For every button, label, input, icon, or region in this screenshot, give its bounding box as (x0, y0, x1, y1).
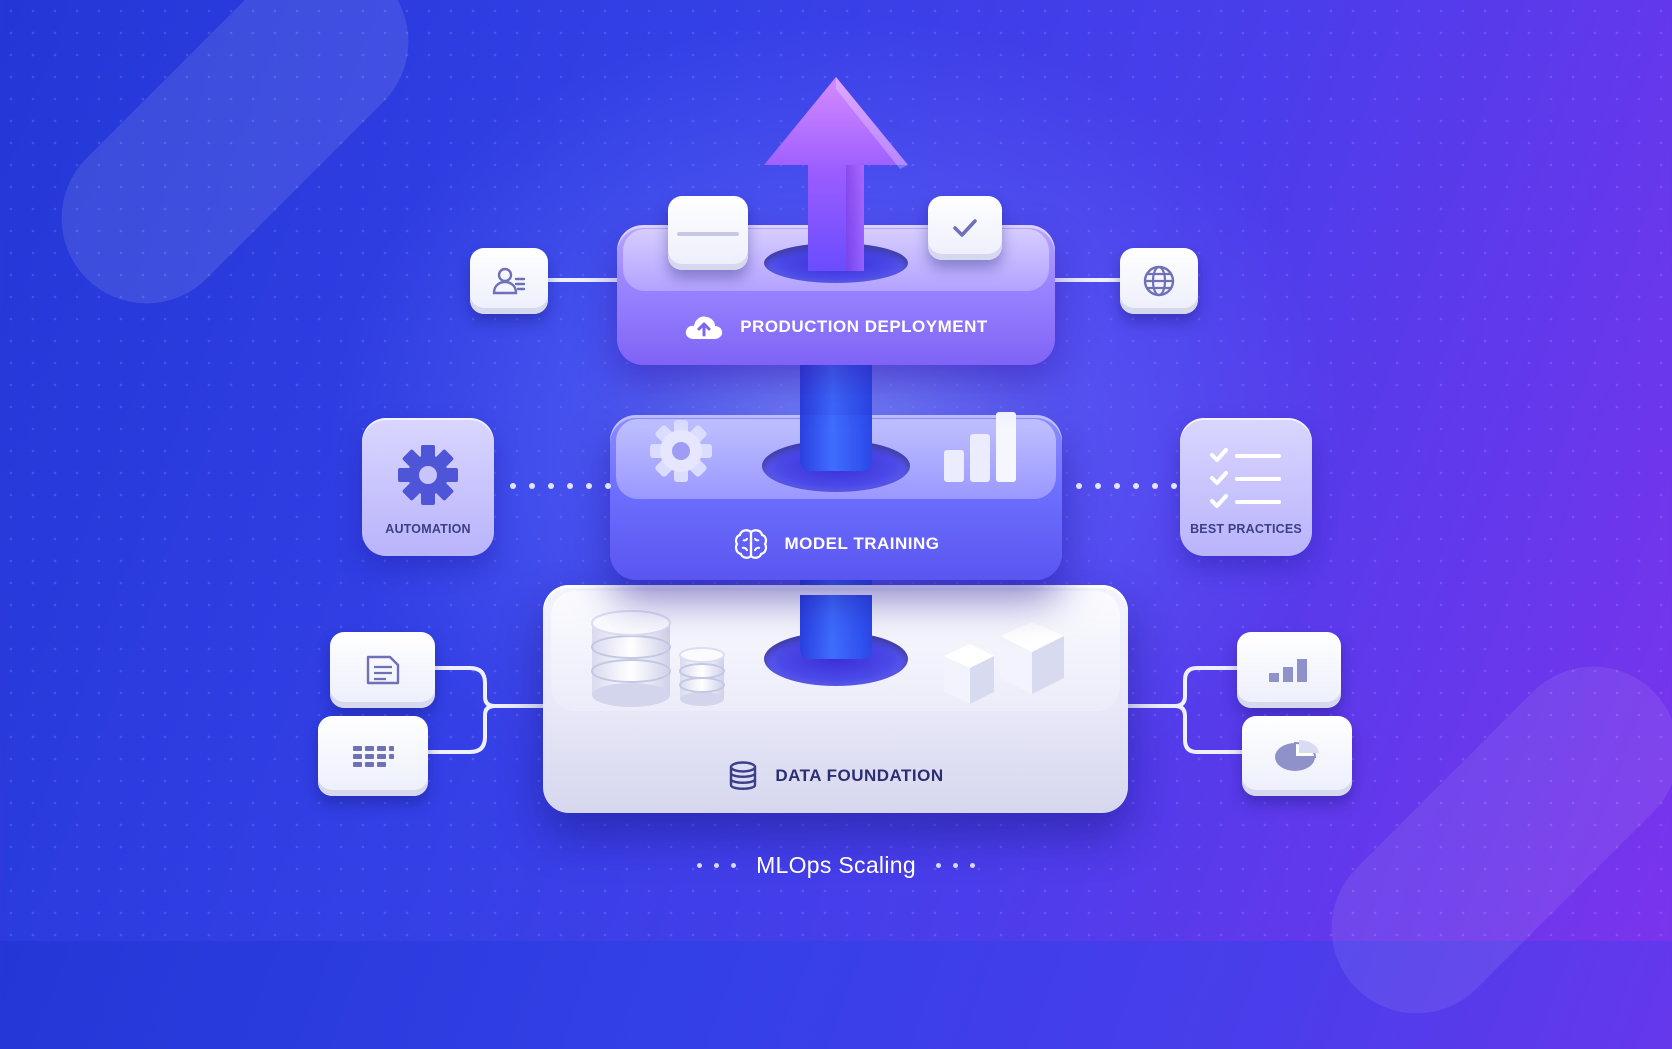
diagram-title: MLOps Scaling (756, 852, 916, 878)
shaft-glow-middle (800, 415, 872, 471)
gear-icon (650, 420, 712, 482)
pie-chart-icon (1273, 739, 1321, 773)
document-icon (362, 655, 404, 685)
automation-card: AUTOMATION (362, 418, 494, 556)
database-stack-icon (591, 610, 725, 707)
bar-chart-3d-icon (944, 412, 1016, 482)
mlops-diagram: DATA FOUNDATION (318, 77, 1352, 813)
globe-module (1120, 248, 1198, 314)
automation-connector-dots (510, 483, 611, 489)
cubes-icon (944, 622, 1064, 704)
arrow-up-icon (764, 77, 908, 271)
best-practices-card: BEST PRACTICES (1180, 418, 1312, 556)
user-icon (492, 267, 526, 295)
server-module-icon (668, 196, 748, 270)
automation-label: AUTOMATION (385, 522, 471, 536)
model-training-label: MODEL TRAINING (784, 534, 940, 553)
check-module-icon (928, 196, 1002, 260)
grid-icon (351, 744, 395, 768)
bar-chart-module (1237, 632, 1341, 708)
database-icon (727, 760, 759, 792)
footer-caption: MLOps Scaling (0, 852, 1672, 879)
production-deployment-label: PRODUCTION DEPLOYMENT (740, 317, 988, 336)
document-module (330, 632, 435, 708)
best-practices-connector-dots (1076, 483, 1177, 489)
footer-dots-right (935, 863, 975, 868)
shaft-glow-lower (800, 595, 872, 659)
connector-lines (428, 278, 1242, 754)
grid-module (318, 716, 428, 796)
user-module (470, 248, 548, 314)
pie-chart-module (1242, 716, 1352, 796)
gear-icon (395, 442, 461, 508)
best-practices-label: BEST PRACTICES (1190, 522, 1302, 536)
cloud-upload-icon (684, 313, 724, 341)
globe-icon (1142, 264, 1176, 298)
brain-icon (733, 528, 769, 560)
data-foundation-label: DATA FOUNDATION (775, 766, 944, 785)
footer-dots-left (697, 863, 737, 868)
bar-chart-icon (1267, 657, 1311, 683)
checklist-icon (1209, 446, 1283, 508)
